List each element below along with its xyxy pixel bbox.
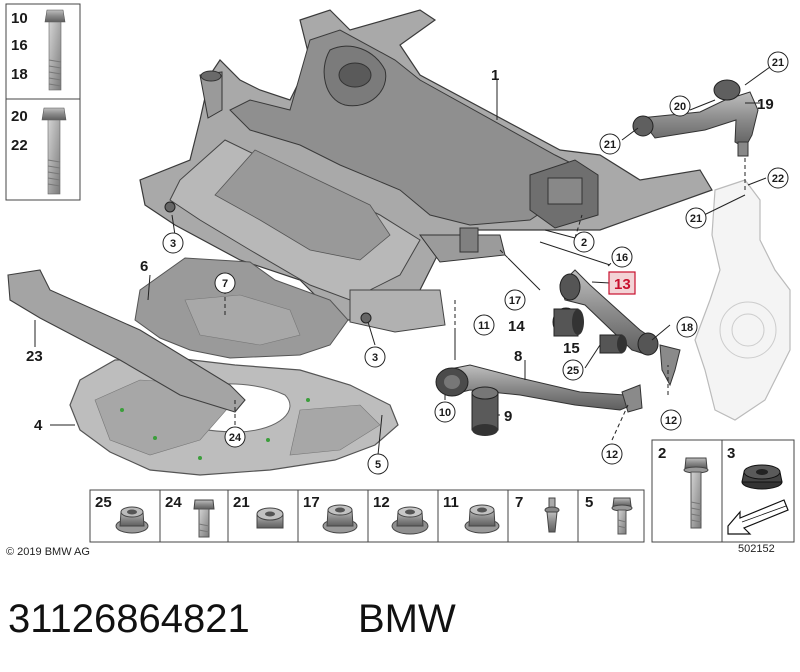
callout-16: 16 [611,246,633,268]
svg-text:12: 12 [606,449,618,461]
part-number: 31126864821 [8,597,250,641]
box-number-16: 16 [11,37,28,54]
arrow-symbol-icon [727,499,789,535]
clip-icon [544,497,560,533]
plain-callouts: 1 19 6 23 4 8 9 14 15 [26,67,774,434]
svg-text:11: 11 [478,320,490,332]
callout-17: 17 [504,289,526,311]
thrust-plate [69,357,399,476]
svg-text:17: 17 [509,295,521,307]
upper-control-arm [632,79,759,157]
callout-4: 4 [34,417,43,434]
svg-text:18: 18 [681,322,693,334]
right-parts-box: 2 3 [651,439,795,543]
callout-21-top: 21 [767,51,789,73]
svg-text:21: 21 [772,57,784,69]
callout-13: 13 [614,276,631,293]
nut-icon [256,507,284,529]
diagram-number: 502152 [738,543,775,555]
bolt-box-top-left: 10 16 18 20 22 [5,3,81,201]
long-bolt-icon [44,9,66,91]
tension-strut [435,364,643,413]
bushing-9 [471,386,499,436]
brand-name: BMW [358,597,456,641]
box-number-10: 10 [11,10,28,27]
callout-24: 24 [224,426,246,448]
svg-text:25: 25 [567,365,579,377]
callout-8: 8 [514,348,522,365]
callout-25: 25 [562,359,584,381]
front-brace [7,269,246,413]
callout-10: 10 [434,401,456,423]
wishbone-arm [559,269,681,387]
underbody-protection-plate [134,257,349,359]
callout-12-left: 12 [601,443,623,465]
svg-text:21: 21 [690,213,702,225]
collar-nut-icon [391,506,429,535]
bolt-icon [193,499,215,538]
callout-22: 22 [767,167,789,189]
svg-text:10: 10 [439,407,451,419]
svg-text:7: 7 [222,278,228,290]
callout-21-left: 21 [599,133,621,155]
callout-23: 23 [26,348,43,365]
callout-19: 19 [757,96,774,113]
callout-9: 9 [504,408,512,425]
callout-3-bottom: 3 [364,346,386,368]
callout-20: 20 [669,95,691,117]
svg-text:24: 24 [229,432,242,444]
box-label-3: 3 [727,445,735,462]
rubber-mount-icon [741,464,783,490]
box-number-18: 18 [11,66,28,83]
flange-nut-icon [464,504,500,534]
fastener-label-24: 24 [165,494,182,511]
fastener-label-7: 7 [515,494,523,511]
fastener-label-25: 25 [95,494,112,511]
svg-text:20: 20 [674,101,686,113]
copyright-text: © 2019 BMW AG [6,546,90,558]
bushing-15 [599,334,627,354]
svg-text:3: 3 [372,352,378,364]
callout-15: 15 [563,340,580,357]
flange-nut-icon [115,506,149,534]
callout-2: 2 [573,231,595,253]
fastener-label-5: 5 [585,494,593,511]
box-number-22: 22 [11,137,28,154]
screw-icon [611,497,633,535]
callout-1: 1 [491,67,499,84]
svg-text:12: 12 [665,415,677,427]
leader-lines [34,66,771,456]
callout-11: 11 [473,314,495,336]
wheel-carrier [694,179,791,421]
box-label-2: 2 [658,445,666,462]
flange-nut-icon [322,504,358,534]
callout-5: 5 [367,453,389,475]
circled-callouts: 21 20 21 22 21 2 16 17 18 25 11 10 12 12… [162,51,789,475]
svg-text:3: 3 [170,238,176,250]
highlighted-part-callout: 13 [608,271,636,295]
fastener-label-12: 12 [373,494,390,511]
callout-6: 6 [140,258,148,275]
fastener-label-17: 17 [303,494,320,511]
svg-text:22: 22 [772,173,784,185]
svg-text:21: 21 [604,139,616,151]
callout-21-knuckle: 21 [685,207,707,229]
bushing-14 [552,307,584,337]
fastener-label-11: 11 [443,494,459,511]
svg-text:5: 5 [375,459,381,471]
svg-text:16: 16 [616,252,628,264]
callout-18: 18 [676,316,698,338]
bolt-icon [683,457,709,529]
fastener-strip: 25 24 21 17 12 11 7 5 [89,489,645,543]
box-number-20: 20 [11,108,28,125]
callout-3-top: 3 [162,232,184,254]
front-axle-subframe [139,9,713,333]
callout-12-right: 12 [660,409,682,431]
callout-7: 7 [214,272,236,294]
svg-text:2: 2 [581,237,587,249]
callout-14: 14 [508,318,525,335]
fastener-label-21: 21 [233,494,250,511]
medium-bolt-icon [41,107,67,195]
